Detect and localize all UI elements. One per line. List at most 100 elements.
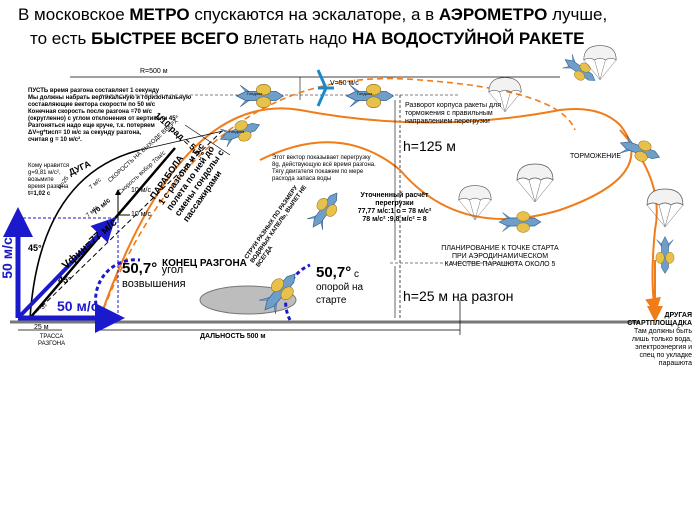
gondola-label: Гондола [229, 129, 245, 134]
dv-label: 10 м/с [131, 211, 151, 218]
angle-dashed-line [29, 130, 223, 319]
gondola-label: Гондола [247, 91, 263, 96]
side-note-line: Кому нравится [28, 163, 70, 169]
accel-arc [94, 258, 141, 319]
header-text: лучше, [547, 5, 608, 24]
v50-vertical-label: 50 м/с [0, 237, 15, 279]
track-name-line: ТРАССА [39, 334, 64, 340]
refined-line: 78 м/с² :9,8 м/с² = 8 [362, 216, 427, 223]
vector-note-line: 8g, действующую всё время разгона. [272, 162, 376, 168]
header-text: В московское [18, 5, 130, 24]
angle-label: 45° [38, 305, 48, 311]
left-notes: ПУСТЬ время разгона составляет 1 секунду… [28, 88, 203, 144]
radius-label: R=500 м [140, 68, 168, 75]
refined-calc: Уточненный расчёт перегрузки 77,77 м/с:1… [342, 192, 447, 224]
refined-line: 77,77 м/с:1 с = 78 м/с² [357, 208, 432, 215]
other-pad-line: спец по укладке [639, 352, 692, 359]
other-pad-line: Там должны быть [634, 328, 692, 335]
v50-horizontal-label: 50 м/с [57, 298, 99, 314]
arc-line [29, 149, 141, 319]
planning-line: ПЛАНИРОВАНИЕ К ТОЧКЕ СТАРТА [441, 245, 559, 252]
side-note-line: возьмите [28, 177, 54, 183]
angle-block: 50,7° угол возвышения [122, 260, 186, 291]
header-text: спускаются на эскалаторе, а в [189, 5, 439, 24]
trajectory-solid [99, 107, 633, 319]
vector-note-line: Тягу двигателя покажем по мере [272, 169, 364, 175]
header-bold-aerometro: АЭРОМЕТРО [438, 5, 548, 24]
planning-line: ПРИ АЭРОДИНАМИЧЕСКОМ [451, 253, 549, 260]
angle-value: 50,7° [122, 260, 158, 277]
angle-word: угол [161, 264, 184, 276]
gondola-label: Гондола [357, 91, 373, 96]
angle-ray [184, 124, 231, 156]
turn-note-line: торможения с правильным [405, 110, 493, 117]
rocket-landing-icon [655, 236, 675, 274]
header-text: влетать надо [238, 29, 352, 48]
side-note-line: время разгона [28, 184, 69, 190]
side-note-line: g=9,81 м/с², [28, 170, 61, 176]
support-text: опорой на [316, 282, 364, 293]
other-pad-line: лишь только вода, [631, 336, 692, 343]
h25-value: h=25 м [403, 288, 449, 304]
other-pad-title: ДРУГАЯ [664, 312, 692, 319]
final-velocity-vector [16, 217, 116, 320]
h25-tail: на разгон [448, 288, 514, 304]
header-text: то есть [30, 29, 92, 48]
accel-arc [284, 263, 311, 321]
side-notes: Кому нравится g=9,81 м/с², возьмите врем… [28, 163, 78, 198]
propeller-icon [316, 69, 334, 107]
h25-label: h=25 м на разгон [403, 288, 514, 304]
parachute-icon [516, 163, 554, 203]
header-bold-fastest: БЫСТРЕЕ ВСЕГО [91, 29, 239, 48]
header-line-2: то есть БЫСТРЕЕ ВСЕГО влетать надо НА ВО… [30, 28, 584, 50]
note-line: ΔV≈g*tисп= 10 м/с за секунду разгона, [28, 130, 142, 136]
vector-note-line: расхода запаса воды [272, 176, 332, 182]
support-text: с [351, 269, 359, 280]
other-pad-line: парашюта [658, 360, 692, 367]
side-note-line: t=1,02 c [28, 191, 51, 197]
end-accel-label: КОНЕЦ РАЗГОНА [162, 258, 247, 269]
angle-label: 45° [58, 275, 72, 285]
header-bold-rocket: НА ВОДОСТУЙНОЙ РАКЕТЕ [351, 29, 585, 48]
rocket-braking-icon [616, 132, 664, 168]
h125-label: h=125 м [403, 138, 456, 154]
note-line: Конечная скорость после разгона =70 м/с [28, 109, 152, 115]
angle-word: возвышения [122, 278, 186, 290]
planning-note: ПЛАНИРОВАНИЕ К ТОЧКЕ СТАРТА ПРИ АЭРОДИНА… [430, 245, 570, 269]
planning-line: КАЧЕСТВЕ ПАРАШЮТА ОКОЛО 5 [444, 261, 556, 268]
track-name-line: РАЗГОНА [38, 341, 66, 347]
v50-label: V=50 м/с [330, 80, 359, 87]
rocket-chute-icon [498, 211, 542, 233]
note-line: ПУСТЬ время разгона составляет 1 секунду [28, 88, 160, 94]
track-name-label: ТРАССА РАЗГОНА [38, 334, 65, 348]
other-pad-title: СТАРТПЛОЩАДКА [627, 320, 692, 327]
turn-note: Разворот корпуса ракеты для торможения с… [405, 102, 525, 126]
parachute-icon [646, 188, 684, 228]
braking-label: ТОРМОЖЕНИЕ [570, 153, 622, 160]
vector-note-line: Этот вектор показывает перегрузку [272, 155, 371, 161]
tick-line [139, 130, 224, 151]
refined-line: Уточненный расчёт [360, 192, 429, 199]
note-line: составляющие вектора скорости по 50 м/с [28, 102, 156, 108]
dv-label: 10 м/с [131, 187, 151, 194]
parachute-icon [458, 185, 492, 221]
support-block: 50,7° с опорой на старте [316, 264, 364, 307]
parabola-dashed [99, 77, 576, 319]
range-label: ДАЛЬНОСТЬ 500 м [200, 333, 266, 340]
refined-line: перегрузки [375, 200, 414, 207]
header-line-1: В московское МЕТРО спускаются на эскалат… [18, 4, 607, 26]
other-pad-note: ДРУГАЯ СТАРТПЛОЩАДКА Там должны быть лиш… [596, 312, 692, 368]
note-line: считая g = 10 м/с². [28, 137, 82, 143]
vector-note: Этот вектор показывает перегрузку 8g, де… [272, 155, 397, 183]
rocket-top-left-icon [236, 83, 284, 109]
note-line: Мы должны набрать вертикальную и горизон… [28, 95, 192, 101]
note-line: Разгоняться надо еще круче, т.к. потеряе… [28, 123, 155, 129]
note-line: (округленно) с углом отклонения от верти… [28, 116, 178, 122]
angle-label: 45° [28, 243, 42, 253]
turn-note-line: направлением перегрузки [405, 118, 490, 125]
turn-note-line: Разворот корпуса ракеты для [405, 102, 501, 109]
support-text: старте [316, 295, 347, 306]
header-bold-metro: МЕТРО [129, 5, 190, 24]
angle-value-2: 50,7° [316, 264, 352, 281]
